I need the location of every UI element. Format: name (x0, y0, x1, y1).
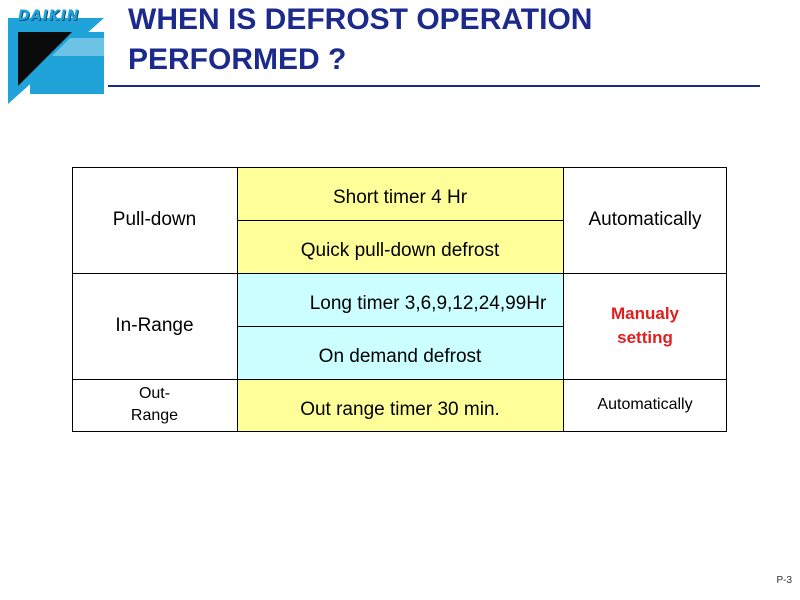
logo-mark-icon (8, 18, 104, 104)
title-line-2: PERFORMED ? (128, 43, 347, 76)
grid-line (563, 167, 564, 431)
grid-line (72, 273, 727, 274)
setting-out-range: Automatically (597, 396, 693, 413)
defrost-table: Pull-down Short timer 4 Hr Quick pull-do… (72, 167, 727, 432)
grid-line (72, 431, 727, 432)
grid-line (72, 167, 73, 431)
row-label-out-range: Out-Range (130, 385, 179, 424)
setting-pull-down: Automatically (588, 209, 702, 230)
grid-line (237, 167, 238, 431)
case-on-demand: On demand defrost (237, 326, 563, 379)
page-number: P-3 (776, 575, 792, 586)
row-label-in-range: In-Range (115, 315, 194, 336)
grid-line (726, 167, 727, 431)
title-underline (108, 85, 760, 87)
row-label-pull-down: Pull-down (112, 209, 197, 230)
title-line-1: WHEN IS DEFROST OPERATION (128, 3, 593, 36)
grid-line (72, 379, 727, 380)
logo-text: DAIKIN (18, 8, 80, 24)
page-title: WHEN IS DEFROST OPERATION PERFORMED ? (128, 0, 592, 80)
setting-in-range: Manualy setting (610, 304, 680, 347)
case-quick-pull-down: Quick pull-down defrost (237, 220, 563, 273)
case-out-range-timer: Out range timer 30 min. (237, 379, 563, 431)
grid-line (237, 326, 563, 327)
daikin-logo: DAIKIN (8, 4, 104, 104)
grid-line (72, 167, 727, 168)
case-short-timer: Short timer 4 Hr (237, 167, 563, 220)
case-long-timer: Long timer 3,6,9,12,24,99Hr (237, 273, 563, 326)
grid-line (237, 220, 563, 221)
